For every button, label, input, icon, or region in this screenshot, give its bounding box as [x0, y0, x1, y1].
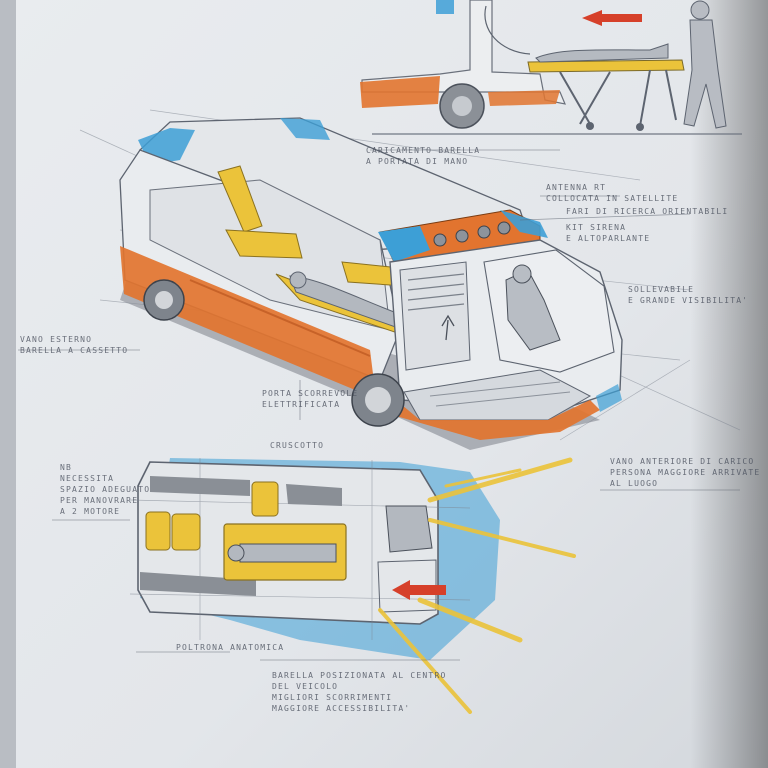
- attendant-figure: [683, 0, 727, 129]
- plan-dark-bench-top: [150, 476, 250, 496]
- note-nb: NB NECESSITA SPAZIO ADEGUATO PER MANOVRA…: [60, 463, 151, 516]
- red-arrow-top: [582, 10, 642, 26]
- orange-bumper-top: [360, 76, 440, 108]
- light-bar-blue: [378, 226, 430, 262]
- red-arrow-plan: [392, 580, 446, 600]
- note-side-bay: VANO ESTERNO BARELLA A CASSETTO: [20, 335, 129, 355]
- cab-floor: [403, 369, 592, 421]
- plan-seat-1: [145, 511, 171, 551]
- note-plan-top: CRUSCOTTO: [270, 441, 325, 450]
- note-lights: FARI DI RICERCA ORIENTABILI: [566, 207, 729, 216]
- plan-patient: [239, 543, 337, 563]
- rear-loading-illustration: [360, 0, 742, 135]
- note-rear-loading: CARICAMENTO BARELLA A PORTATA DI MANO: [366, 146, 481, 166]
- orange-front: [396, 400, 600, 440]
- page-right-shadow: [690, 0, 768, 768]
- note-front-compartment: VANO ANTERIORE DI CARICO PERSONA MAGGIOR…: [610, 457, 761, 488]
- note-antenna: ANTENNA RT COLLOCATA IN SATELLITE: [546, 183, 679, 203]
- blue-light-top: [436, 0, 454, 14]
- page-left-edge: [0, 0, 16, 768]
- note-plan-chair: POLTRONA ANATOMICA: [176, 643, 285, 652]
- seat-rear: [217, 165, 263, 233]
- plan-view: [129, 458, 500, 660]
- note-cabin-visibility: SOLLEVABILE E GRANDE VISIBILITA': [628, 285, 749, 305]
- plan-seat-2: [171, 513, 201, 551]
- orange-stripe: [120, 246, 375, 392]
- note-sliding-door: PORTA SCORREVOLE ELETTRIFICATA: [262, 389, 359, 409]
- yellow-marker-strokes: [378, 457, 576, 714]
- plan-seat-3: [251, 481, 279, 517]
- stretcher-top: [527, 59, 685, 73]
- plan-driver: [385, 505, 433, 553]
- note-stretcher-center: BARELLA POSIZIONATA AL CENTRO DEL VEICOL…: [272, 671, 447, 713]
- ambulance-perspective: [79, 109, 741, 450]
- note-kit: KIT SIRENA E ALTOPARLANTE: [566, 223, 651, 243]
